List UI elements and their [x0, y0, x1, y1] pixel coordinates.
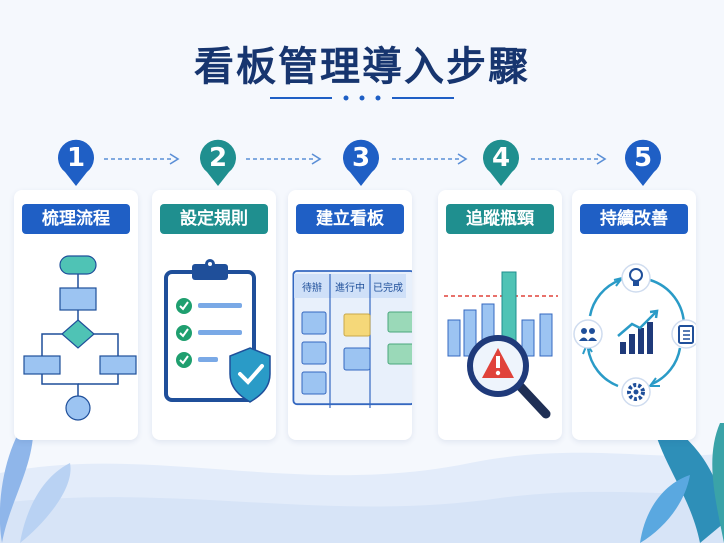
- flowchart-icon: [23, 255, 137, 421]
- step-1-number: 1: [66, 143, 86, 173]
- step-2-label: 設定規則: [160, 204, 268, 234]
- step-4-marker: 4: [481, 139, 521, 187]
- bottleneck-magnifier-icon: [444, 271, 558, 419]
- step-3-number: 3: [351, 143, 371, 173]
- step-1-label: 梳理流程: [22, 204, 130, 234]
- step-4-number: 4: [491, 143, 511, 173]
- step-2-marker: 2: [198, 139, 238, 187]
- step-5-marker: 5: [623, 139, 663, 187]
- kanban-col-doing: 進行中: [335, 281, 365, 294]
- connector-arrow-1: [104, 153, 180, 165]
- title-divider: [270, 95, 454, 101]
- step-4-card: 追蹤瓶頸: [438, 190, 562, 440]
- step-5-card: 持續改善: [572, 190, 696, 440]
- kanban-board-icon: 待辦 進行中 已完成: [292, 270, 412, 408]
- step-2-card: 設定規則: [152, 190, 276, 440]
- clipboard-checklist-icon: [164, 259, 271, 403]
- step-5-label: 持續改善: [580, 204, 688, 234]
- step-1-marker: 1: [56, 139, 96, 187]
- step-1-card: 梳理流程: [14, 190, 138, 440]
- step-3-card: 建立看板 待辦 進行中 已完成: [288, 190, 412, 440]
- step-5-number: 5: [633, 143, 653, 173]
- step-4-label: 追蹤瓶頸: [446, 204, 554, 234]
- continuous-improvement-cycle-icon: [573, 263, 696, 407]
- step-2-number: 2: [208, 143, 228, 173]
- page-title: 看板管理導入步驟: [194, 44, 530, 90]
- kanban-col-done: 已完成: [373, 281, 403, 294]
- connector-arrow-4: [531, 153, 607, 165]
- step-3-label: 建立看板: [296, 204, 404, 234]
- step-3-marker: 3: [341, 139, 381, 187]
- leaf-right-icon: [640, 413, 724, 543]
- kanban-col-todo: 待辦: [302, 281, 322, 294]
- background-wave: [0, 413, 724, 543]
- connector-arrow-3: [392, 153, 468, 165]
- connector-arrow-2: [246, 153, 322, 165]
- leaf-left-icon: [0, 413, 71, 543]
